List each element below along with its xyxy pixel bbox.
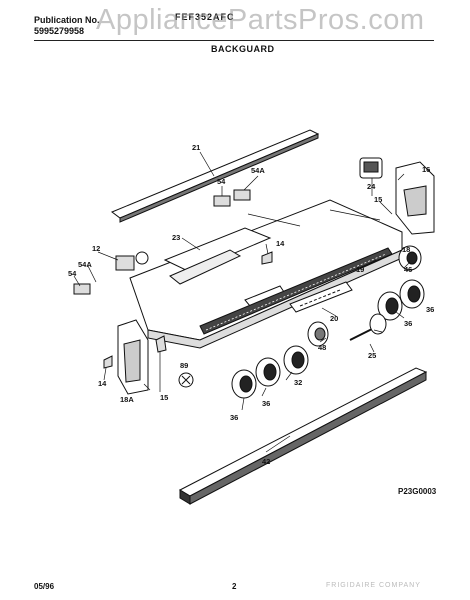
callout-label: 18 xyxy=(402,245,410,254)
callout-label: 54A xyxy=(251,166,265,175)
callout-label: 23 xyxy=(172,233,180,242)
callout-label: 36 xyxy=(426,305,434,314)
end-cap-left xyxy=(117,319,149,395)
knob-set xyxy=(231,245,425,399)
switch-assembly-left xyxy=(73,251,149,295)
callout-label: 15 xyxy=(160,393,168,402)
hardware-clips xyxy=(103,251,273,369)
manufacturer-mark: FRIGIDAIRE COMPANY xyxy=(326,582,421,589)
callout-label: 16 xyxy=(422,165,430,174)
callout-label: 89 xyxy=(180,361,188,370)
callout-label: 14 xyxy=(98,379,107,388)
diagram-code: P23G0003 xyxy=(398,487,437,496)
callout-label: 25 xyxy=(368,351,376,360)
element-strip xyxy=(199,247,393,335)
callout-labels: 21 54A 54 24 16 15 23 14 12 54A 54 18 46… xyxy=(68,143,434,466)
page-header: Publication No. 5995279958 FEF352AFC BAC… xyxy=(0,0,470,70)
backguard-panel xyxy=(129,199,403,349)
callout-label: 19 xyxy=(356,265,364,274)
header-rule xyxy=(34,40,434,41)
callout-label: 12 xyxy=(92,244,100,253)
publication-block: Publication No. 5995279958 xyxy=(34,15,100,37)
callout-label: 36 xyxy=(262,399,270,408)
publication-label: Publication No. xyxy=(34,15,100,25)
callout-label: 54 xyxy=(217,177,226,186)
callout-label: 42 xyxy=(262,457,270,466)
end-cap-right xyxy=(395,161,435,235)
callout-label: 21 xyxy=(192,143,200,152)
footer-date: 05/96 xyxy=(34,582,55,591)
callout-label: 54 xyxy=(68,269,77,278)
callout-label: 48 xyxy=(318,343,326,352)
trim-strip-top xyxy=(110,129,320,223)
callout-label: 36 xyxy=(230,413,238,422)
callout-label: 15 xyxy=(374,195,382,204)
leader-lines xyxy=(73,151,411,453)
indicator-lamp xyxy=(349,313,387,341)
section-title: BACKGUARD xyxy=(211,44,275,54)
callout-label: 18A xyxy=(120,395,134,404)
switch-assembly-right xyxy=(213,189,251,207)
callout-label: 36 xyxy=(404,319,412,328)
model-number: FEF352AFC xyxy=(175,12,235,22)
front-trim-strip xyxy=(178,367,428,505)
callout-label: 20 xyxy=(330,314,338,323)
watermark: AppliancePartsPros.com xyxy=(96,4,425,36)
callout-label: 32 xyxy=(294,378,302,387)
callout-label: 14 xyxy=(276,239,285,248)
publication-number: 5995279958 xyxy=(34,26,85,36)
clock-module xyxy=(359,157,383,179)
page-number: 2 xyxy=(232,582,237,591)
callout-label: 46 xyxy=(404,265,412,274)
control-board xyxy=(289,281,353,313)
callout-label: 24 xyxy=(367,182,376,191)
screw xyxy=(178,372,194,388)
callout-label: 54A xyxy=(78,260,92,269)
